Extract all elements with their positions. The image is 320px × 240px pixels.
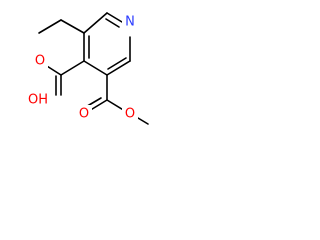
bond-c4-carboxyl-c — [60, 60, 85, 76]
bond-n-c2 — [106, 12, 123, 23]
bond-ester-c-o-double — [38, 19, 62, 34]
bond-c5-c6 — [83, 60, 108, 76]
bond-c2-c3 — [83, 12, 108, 34]
carboxyl-oxygen-label: O — [35, 54, 45, 69]
ester-oxygen-label: O — [125, 107, 135, 122]
hydroxyl-label: OH — [28, 93, 48, 108]
bond-c6-c1 — [106, 60, 131, 76]
bond-methoxy-o-ch3 — [137, 117, 149, 125]
structure-canvas: N OH O O O — [0, 0, 150, 150]
ester-carbonyl-oxygen-label: O — [79, 107, 89, 122]
bond-c5-ester-c — [60, 19, 85, 34]
molecule-diagram: N OH O O O — [24, 12, 149, 125]
nitrogen-label: N — [125, 15, 135, 30]
bond-n-c2-inner — [105, 18, 120, 28]
bond-c6-c1-inner — [107, 57, 127, 70]
